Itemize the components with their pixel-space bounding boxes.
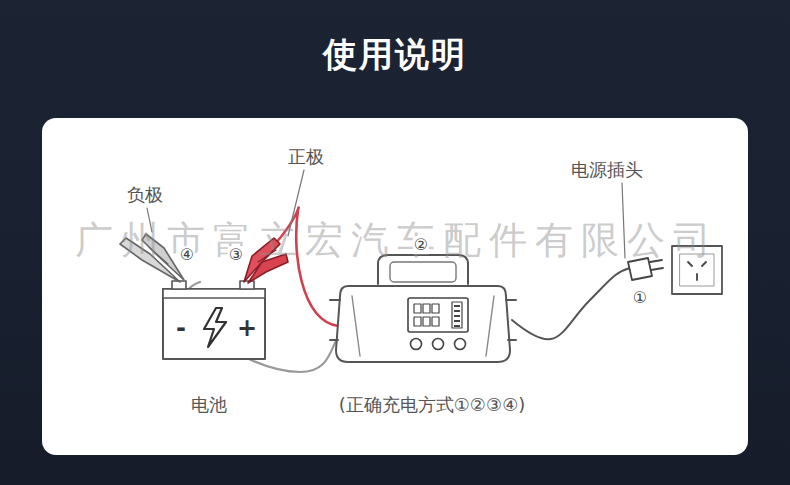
page-title: 使用说明: [323, 32, 467, 78]
terminal-sign: +: [237, 314, 257, 342]
part-label: 电池: [191, 393, 227, 417]
battery-box: -+: [163, 298, 265, 359]
caption-note: (正确充电方式①②③④): [339, 393, 526, 417]
callout-number: ④: [179, 246, 195, 264]
callout-number: ③: [228, 246, 244, 264]
part-label: 负极: [127, 183, 163, 207]
watermark: 广州市富立宏汽车配件有限公司: [75, 215, 719, 266]
part-label: 电源插头: [571, 158, 643, 182]
terminal-sign: -: [176, 314, 186, 342]
part-label: 正极: [288, 145, 324, 169]
callout-number: ②: [413, 236, 429, 254]
callout-number: ①: [632, 289, 648, 307]
